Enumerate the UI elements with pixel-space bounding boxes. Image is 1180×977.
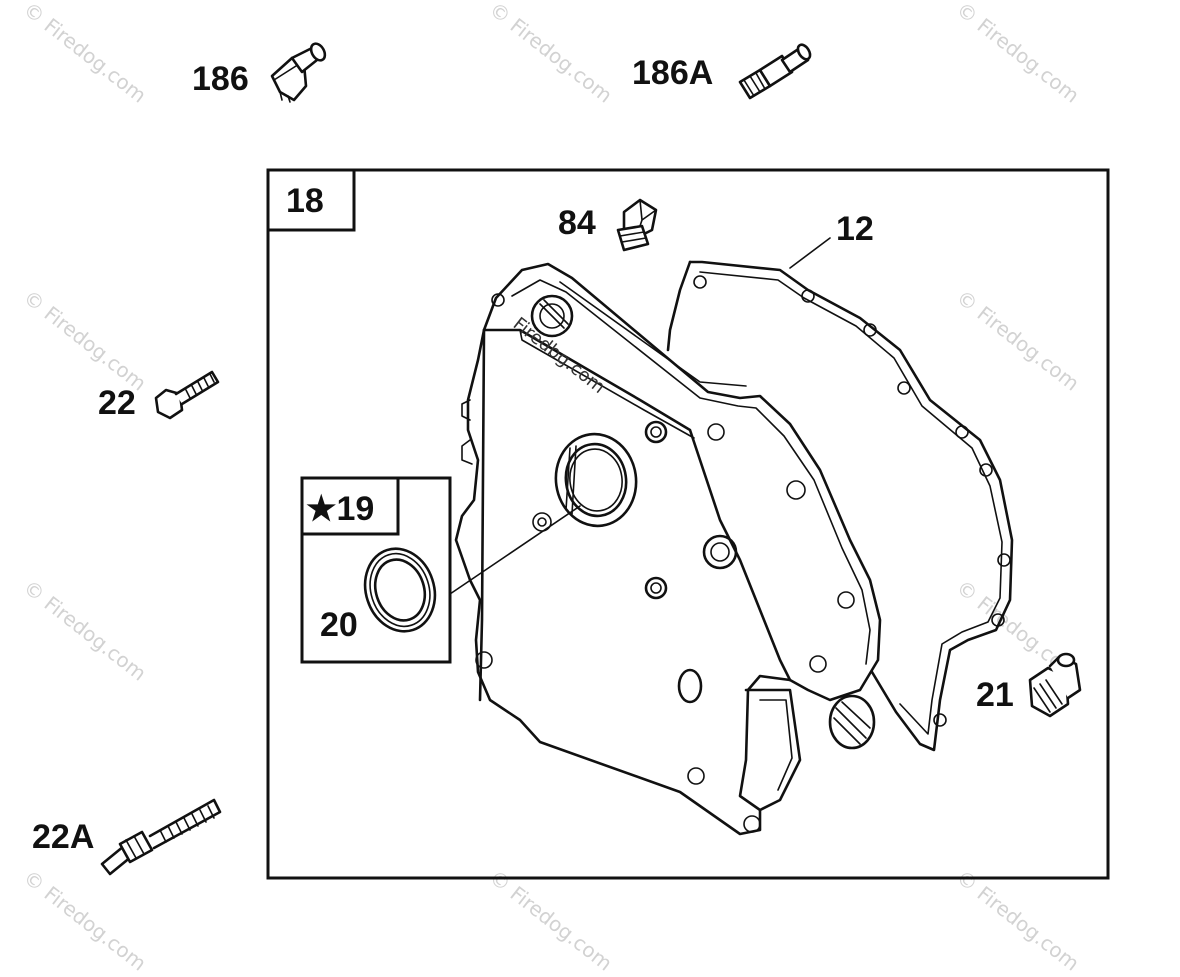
label-21: 21 (976, 676, 1014, 714)
part-12-gasket (666, 237, 1014, 752)
kit-19-tab (300, 476, 400, 536)
label-22: 22 (98, 384, 136, 422)
kit-18-frame (266, 168, 1110, 880)
label-18: 18 (286, 182, 324, 220)
watermark: © Firedog.com (19, 285, 151, 395)
part-21-fitting (1028, 652, 1082, 718)
watermark: © Firedog.com (952, 285, 1084, 395)
part-84-pipe-plug (616, 198, 658, 252)
leader-20 (449, 505, 581, 595)
label-22a: 22A (32, 818, 94, 856)
watermark: © Firedog.com (485, 0, 617, 108)
watermark: © Firedog.com (19, 575, 151, 685)
kit-18-tab (266, 168, 356, 232)
label-19: ★19 (306, 490, 374, 528)
crankcase-cover: Firedbg.com (454, 262, 882, 836)
label-20: 20 (320, 606, 358, 644)
watermark: © Firedog.com (19, 0, 151, 108)
watermark: © Firedog.com (19, 865, 151, 975)
label-84: 84 (558, 204, 596, 242)
part-186-elbow-fitting (270, 42, 327, 103)
watermark: © Firedog.com (485, 865, 617, 975)
label-186a: 186A (632, 54, 713, 92)
part-186a-straight-fitting (738, 43, 812, 100)
part-22a-stud (100, 798, 222, 876)
part-20-oil-seal (363, 547, 437, 633)
part-22-bolt (154, 370, 220, 420)
watermark: © Firedog.com (952, 0, 1084, 108)
label-12: 12 (836, 210, 874, 248)
watermark: © Firedog.com (952, 865, 1084, 975)
label-186: 186 (192, 60, 249, 98)
